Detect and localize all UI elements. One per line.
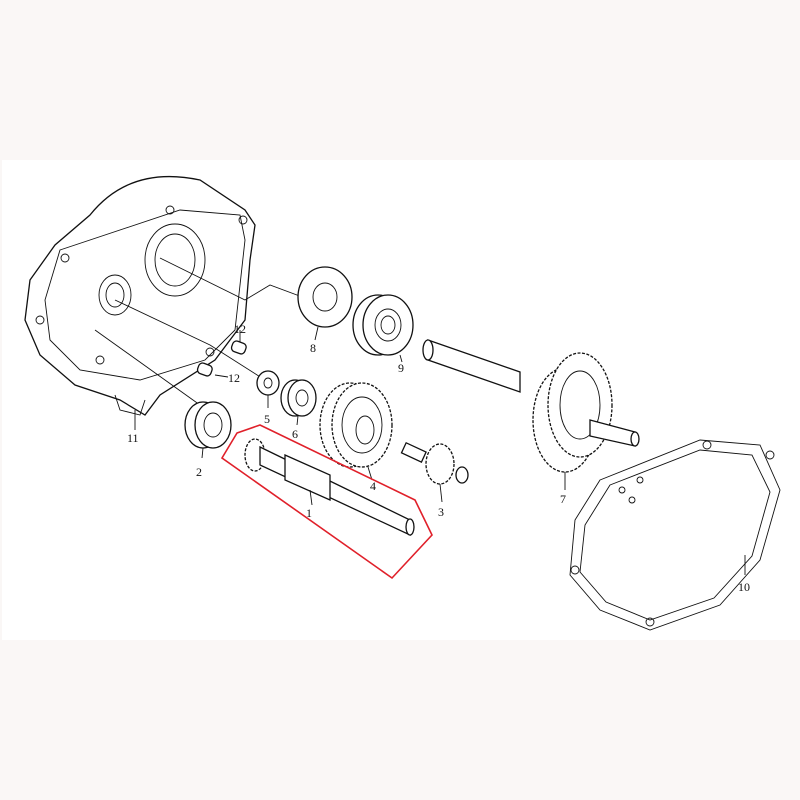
callout-8: 8 — [310, 341, 316, 355]
part-11-crankcase — [24, 175, 256, 430]
part-4-gear — [319, 382, 393, 481]
callout-4: 4 — [370, 479, 376, 493]
part-7-final-shaft — [422, 339, 640, 490]
part-9-bearing — [352, 294, 414, 363]
callout-7: 7 — [560, 492, 566, 506]
callout-1: 1 — [306, 506, 312, 520]
callout-labels: 1 2 3 4 5 6 7 8 9 10 11 12 12 — [127, 322, 750, 594]
callout-2: 2 — [196, 465, 202, 479]
callout-12-upper: 12 — [234, 322, 246, 336]
part-12-dowel-pins — [196, 340, 247, 377]
highlight-outline — [220, 424, 433, 580]
part-6-bearing — [280, 379, 317, 426]
callout-10: 10 — [738, 580, 750, 594]
part-2-bearing — [184, 401, 232, 459]
callout-6: 6 — [292, 427, 298, 441]
part-1-drive-shaft — [220, 424, 433, 580]
part-5-washer — [256, 370, 280, 408]
part-3-pinion — [400, 441, 469, 503]
callout-3: 3 — [438, 505, 444, 519]
callout-11: 11 — [127, 431, 139, 445]
leader-lines — [94, 257, 306, 406]
part-10-gasket — [569, 439, 781, 631]
part-8-seal — [297, 266, 353, 341]
callout-12-lower: 12 — [228, 371, 240, 385]
callout-5: 5 — [264, 412, 270, 426]
callout-9: 9 — [398, 361, 404, 375]
